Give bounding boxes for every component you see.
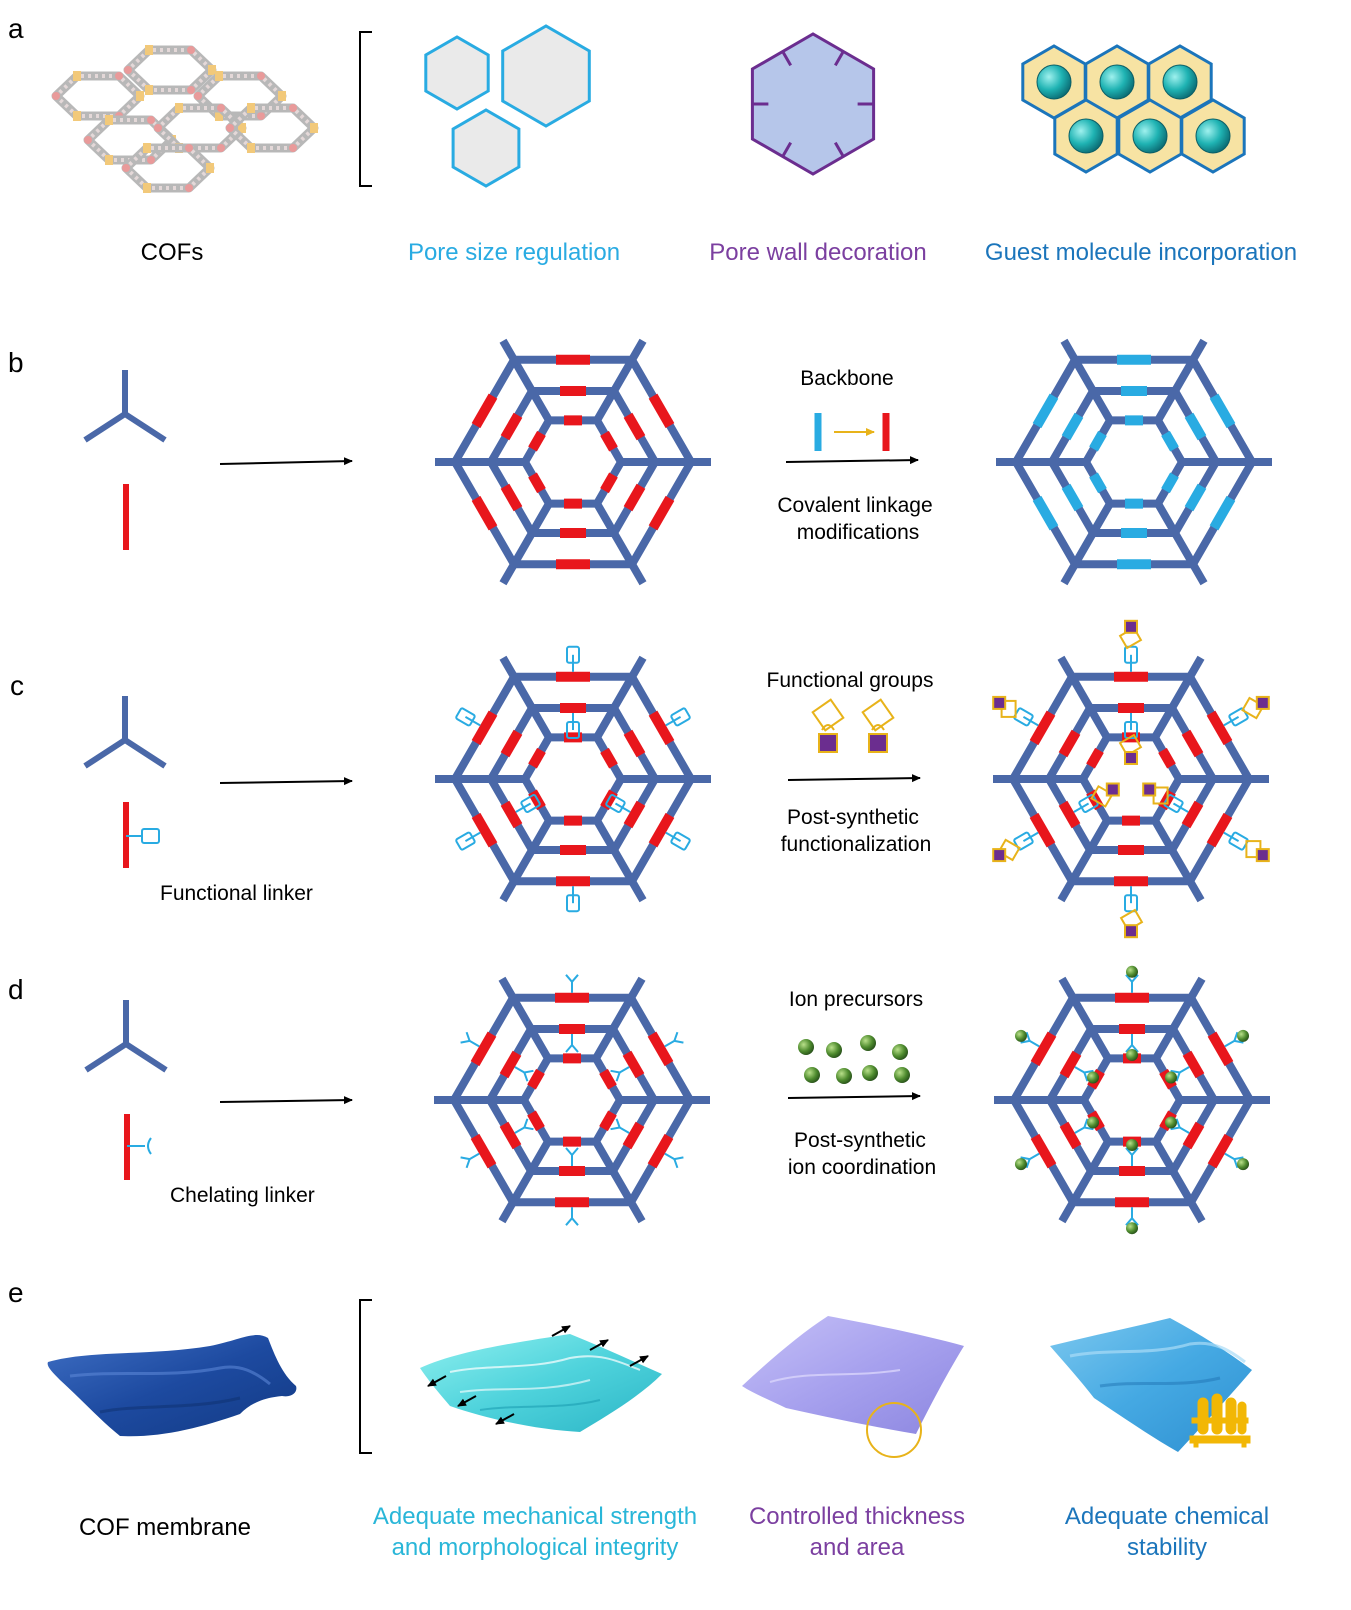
chemical-label-2: stability [1127, 1534, 1207, 1561]
pore-wall-label: Pore wall decoration [709, 239, 926, 266]
arrow-b-1 [219, 457, 353, 466]
guest-molecule-label: Guest molecule incorporation [985, 239, 1297, 266]
functional-group-tag [126, 828, 160, 844]
ion-coordination-label-2: ion coordination [788, 1156, 936, 1179]
panel-letter-d: d [8, 974, 24, 1005]
arrow-b-2 [785, 456, 919, 465]
cof-membrane-label: COF membrane [79, 1514, 251, 1541]
functionalization-label-1: Post-synthetic [787, 806, 919, 829]
thickness-label-1: Controlled thickness [749, 1503, 965, 1530]
framework-d-chelating [434, 974, 710, 1226]
framework-c-functional [435, 645, 711, 913]
backbone-label: Backbone [800, 367, 893, 390]
panel-letter-e: e [8, 1277, 24, 1308]
framework-d-coordinated [994, 965, 1270, 1235]
controlled-thickness-sheet [742, 1316, 964, 1458]
chelating-linker-label: Chelating linker [170, 1184, 315, 1207]
monomers-d [84, 1000, 168, 1180]
linkage-label-1: Covalent linkage [777, 494, 932, 517]
cofs-label: COFs [141, 239, 204, 266]
panel-letter-a: a [8, 13, 24, 44]
chelating-group-tag [127, 1137, 152, 1155]
cof-membrane-sheet [47, 1335, 297, 1437]
monomers-b [83, 370, 167, 550]
pore-wall-hexagon [750, 32, 876, 176]
functionalization-label-2: functionalization [781, 833, 932, 856]
arrow-d-2 [787, 1092, 921, 1101]
chemical-stability-sheet [1050, 1318, 1252, 1452]
functional-group-icons [811, 698, 895, 753]
functional-linker-label: Functional linker [160, 882, 313, 905]
chemical-label-1: Adequate chemical [1065, 1503, 1269, 1530]
test-tubes-icon [1189, 1393, 1251, 1448]
linkage-label-2: modifications [797, 521, 920, 544]
pore-size-hexagons [424, 24, 591, 188]
zoom-circle [866, 1402, 922, 1458]
guest-molecule-hexagons [1021, 44, 1246, 174]
mechanical-label-1: Adequate mechanical strength [373, 1503, 697, 1530]
framework-b-cyan [996, 338, 1272, 586]
functional-groups-label: Functional groups [767, 669, 934, 692]
framework-b-red [435, 338, 711, 586]
ion-precursors-label: Ion precursors [789, 988, 923, 1011]
panel-letter-c: c [10, 670, 24, 701]
arrow-d-1 [219, 1096, 353, 1105]
backbone-swap-icon [814, 413, 890, 451]
pore-size-label: Pore size regulation [408, 239, 620, 266]
thickness-label-2: and area [810, 1534, 905, 1561]
ion-precursor-spheres [798, 1035, 910, 1084]
cof-lattice-illustration [51, 44, 319, 194]
bracket-a [359, 31, 372, 187]
framework-c-functionalized [992, 619, 1270, 939]
ion-coordination-label-1: Post-synthetic [794, 1129, 926, 1152]
mechanical-strength-sheet [420, 1325, 662, 1432]
arrow-c-1 [219, 777, 353, 786]
panel-letter-b: b [8, 347, 24, 378]
bracket-e [359, 1299, 372, 1454]
mechanical-label-2: and morphological integrity [392, 1534, 679, 1561]
arrow-c-2 [787, 774, 921, 783]
